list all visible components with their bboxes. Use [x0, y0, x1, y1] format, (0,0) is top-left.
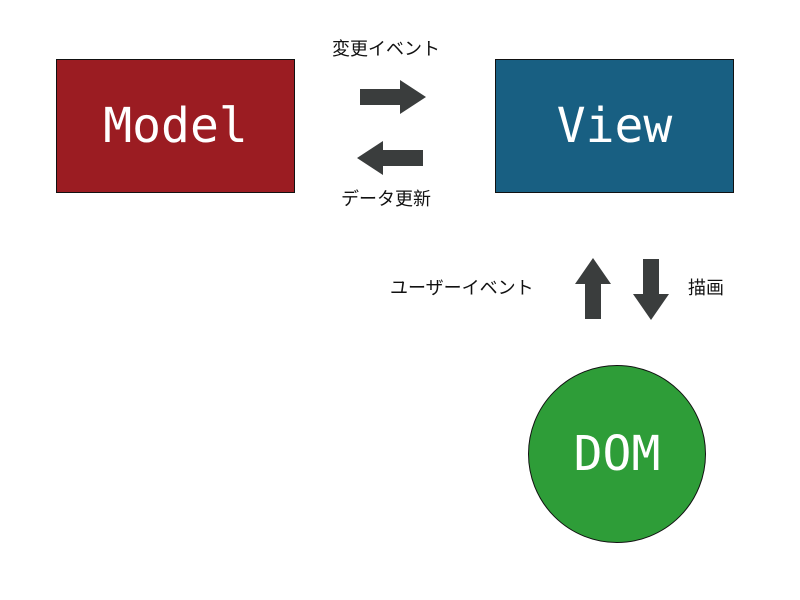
arrow-down-icon	[633, 259, 669, 320]
render-label: 描画	[688, 278, 724, 299]
dom-node: DOM	[528, 365, 706, 543]
dom-label: DOM	[573, 426, 661, 482]
view-node: View	[495, 59, 734, 193]
arrow-left-icon	[357, 141, 423, 175]
view-label: View	[556, 98, 673, 154]
change-event-label: 変更イベント	[332, 39, 440, 60]
user-event-label: ユーザーイベント	[390, 278, 534, 299]
data-update-label: データ更新	[341, 189, 431, 210]
model-node: Model	[56, 59, 295, 193]
model-label: Model	[103, 98, 248, 154]
arrow-up-icon	[575, 258, 611, 319]
arrow-right-icon	[360, 80, 426, 114]
